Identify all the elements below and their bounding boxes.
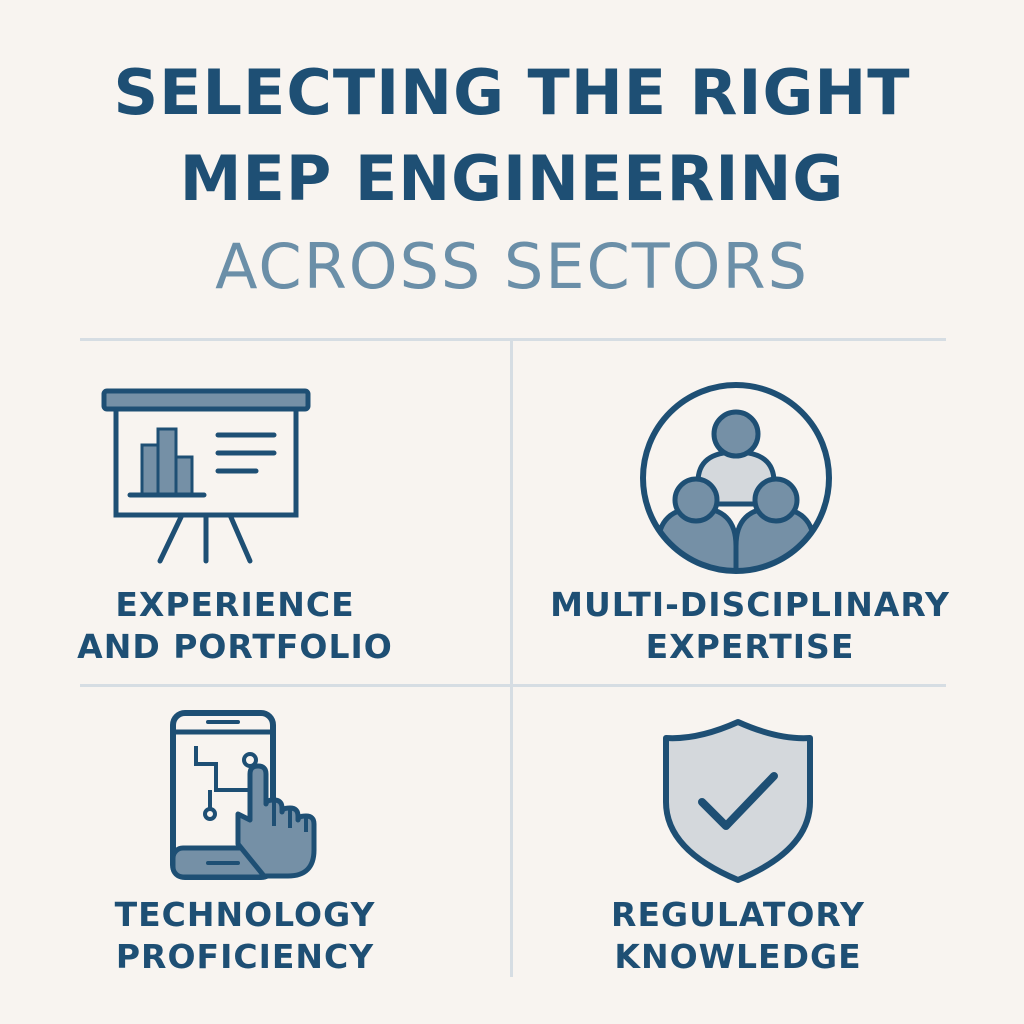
card-experience-line2: AND PORTFOLIO [77, 627, 393, 666]
card-regulatory-line1: REGULATORY [611, 895, 865, 934]
center-divider [510, 341, 513, 977]
card-experience-label: EXPERIENCE AND PORTFOLIO [40, 584, 430, 668]
card-experience-line1: EXPERIENCE [115, 585, 355, 624]
top-divider [80, 338, 946, 341]
card-regulatory-line2: KNOWLEDGE [614, 937, 862, 976]
card-technology-line2: PROFICIENCY [115, 937, 375, 976]
subtitle: ACROSS SECTORS [215, 230, 809, 303]
title-line-1: SELECTING THE RIGHT [113, 56, 911, 129]
middle-divider [80, 684, 946, 687]
shield-check-icon [663, 719, 813, 883]
title-line-2: MEP ENGINEERING [179, 142, 845, 215]
presentation-board-icon [101, 388, 311, 564]
card-multidisciplinary-line2: EXPERTISE [645, 627, 855, 666]
card-technology-line1: TECHNOLOGY [114, 895, 376, 934]
smartphone-touch-icon [170, 710, 317, 880]
card-technology-label: TECHNOLOGY PROFICIENCY [60, 894, 430, 978]
team-group-icon [640, 382, 832, 574]
card-regulatory-label: REGULATORY KNOWLEDGE [550, 894, 926, 978]
card-multidisciplinary-line1: MULTI-DISCIPLINARY [550, 585, 950, 624]
card-multidisciplinary-label: MULTI-DISCIPLINARY EXPERTISE [530, 584, 970, 668]
